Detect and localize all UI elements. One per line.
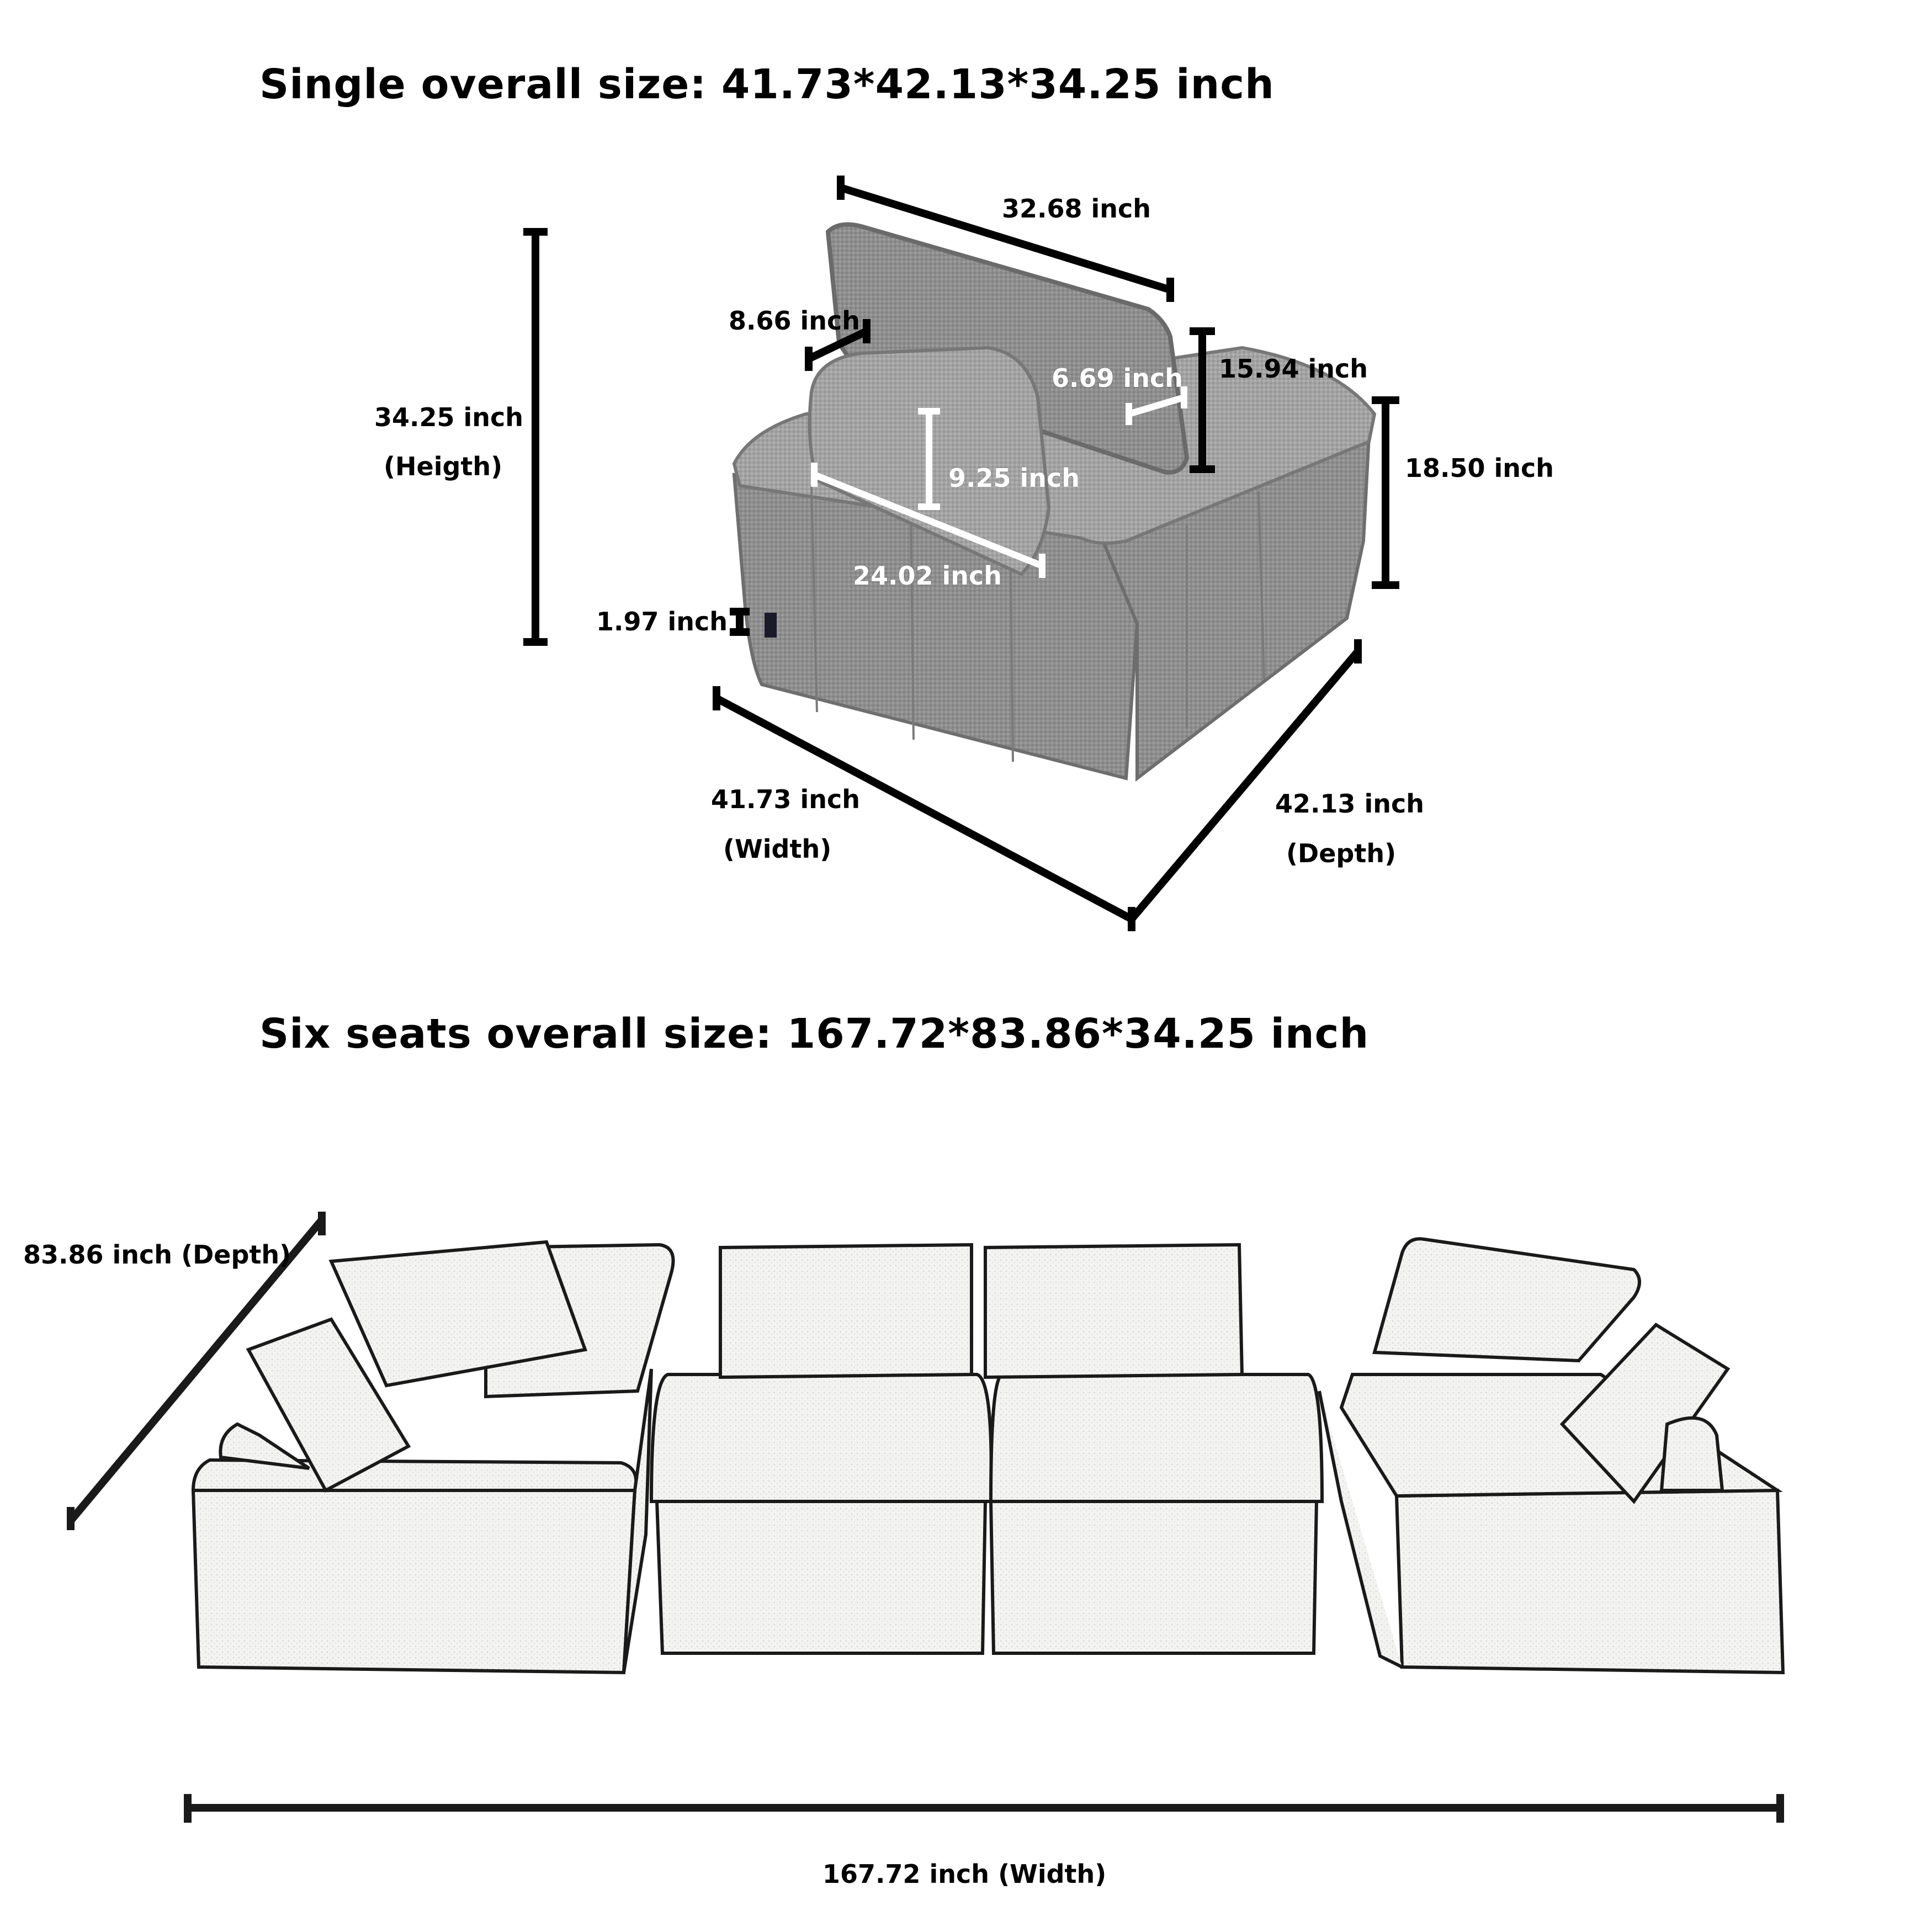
depth-caption-label: (Depth) <box>1286 838 1397 868</box>
six-seats-size-title: Six seats overall size: 167.72*83.86*34.… <box>259 1010 1370 1058</box>
leg-height-label: 1.97 inch <box>596 607 728 636</box>
six-seats-width-label: 167.72 inch (Width) <box>822 1859 1107 1889</box>
pillow-thickness-label: 6.69 inch <box>1052 363 1183 393</box>
single-dimension-lines <box>523 176 1399 931</box>
seat-height-label: 18.50 inch <box>1405 453 1554 483</box>
width-value-label: 41.73 inch <box>711 784 861 814</box>
left-corner-seat <box>191 1240 675 1675</box>
depth-value-label: 42.13 inch <box>1275 789 1425 819</box>
six-seat-sketch <box>191 1237 1785 1675</box>
middle-seat-1 <box>649 1243 993 1655</box>
back-cushion-length-label: 32.68 inch <box>1002 194 1151 224</box>
six-seats-depth-label: 83.86 inch (Depth) <box>23 1240 291 1270</box>
right-corner-seat <box>1318 1237 1785 1675</box>
pillow-length-label: 24.02 inch <box>853 561 1002 591</box>
width-caption-label: (Width) <box>723 834 832 864</box>
single-size-title: Single overall size: 41.73*42.13*34.25 i… <box>259 61 1275 108</box>
leg-icon <box>765 613 777 638</box>
overall-height-caption: (Heigth) <box>384 452 503 481</box>
overall-height-value: 34.25 inch <box>374 402 524 432</box>
single-dimension-lines-white <box>811 386 1187 578</box>
back-cushion-thickness-label: 8.66 inch <box>729 306 861 336</box>
pillow-height-label: 9.25 inch <box>948 463 1080 493</box>
back-cushion-height-label: 15.94 inch <box>1219 354 1368 384</box>
six-seat-dimension-lines <box>67 1212 1784 1823</box>
middle-seat-2 <box>984 1243 1324 1655</box>
